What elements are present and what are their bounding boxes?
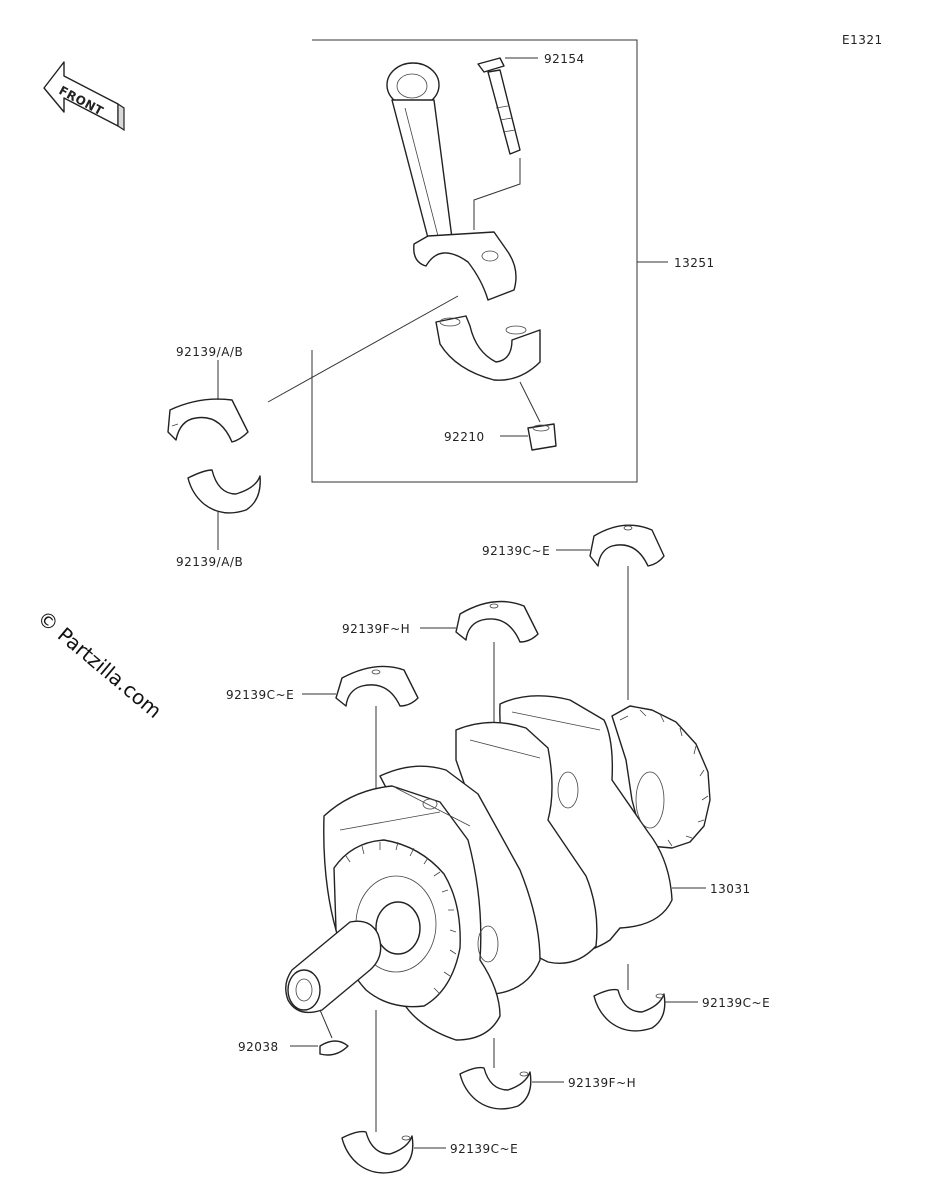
lower-rod-bearing: 92139/A/B	[176, 469, 261, 569]
callout-bolt: 92154	[544, 52, 585, 66]
key-part: 92038	[238, 1009, 349, 1056]
upper-rod-bearing: 92139/A/B	[167, 295, 459, 443]
callout-main-bearing-top-mid: 92139F~H	[342, 622, 410, 636]
rod-assembly-box: 13251	[311, 39, 715, 483]
bolt-part: 92154	[473, 52, 585, 230]
callout-lower-rod-bearing: 92139/A/B	[176, 555, 243, 569]
nut-part: 92210	[444, 381, 557, 451]
callout-nut: 92210	[444, 430, 485, 444]
callout-rod-assembly: 13251	[674, 256, 715, 270]
callout-main-bearing-bottom-left: 92139C~E	[450, 1142, 518, 1156]
callout-upper-rod-bearing: 92139/A/B	[176, 345, 243, 359]
callout-crankshaft: 13031	[710, 882, 751, 896]
callout-main-bearing-top-left: 92139C~E	[226, 688, 294, 702]
callout-main-bearing-bottom-mid: 92139F~H	[568, 1076, 636, 1090]
callout-main-bearing-bottom-right: 92139C~E	[702, 996, 770, 1010]
main-bearing-bottom-mid: 92139F~H	[459, 1038, 636, 1110]
main-bearing-top-right: 92139C~E	[482, 524, 665, 700]
crankshaft: 13031	[285, 695, 751, 1041]
front-arrow-icon: FRONT	[43, 61, 125, 132]
main-bearing-bottom-right: 92139C~E	[593, 964, 770, 1032]
callout-key: 92038	[238, 1040, 279, 1054]
main-bearing-bottom-left: 92139C~E	[341, 1010, 518, 1174]
main-bearing-top-left: 92139C~E	[226, 665, 419, 860]
diagram-code: E1321	[842, 33, 883, 47]
watermark: © Partzilla.com	[33, 605, 167, 723]
connecting-rod	[386, 62, 517, 301]
callout-main-bearing-top-right: 92139C~E	[482, 544, 550, 558]
rod-cap	[435, 315, 541, 381]
